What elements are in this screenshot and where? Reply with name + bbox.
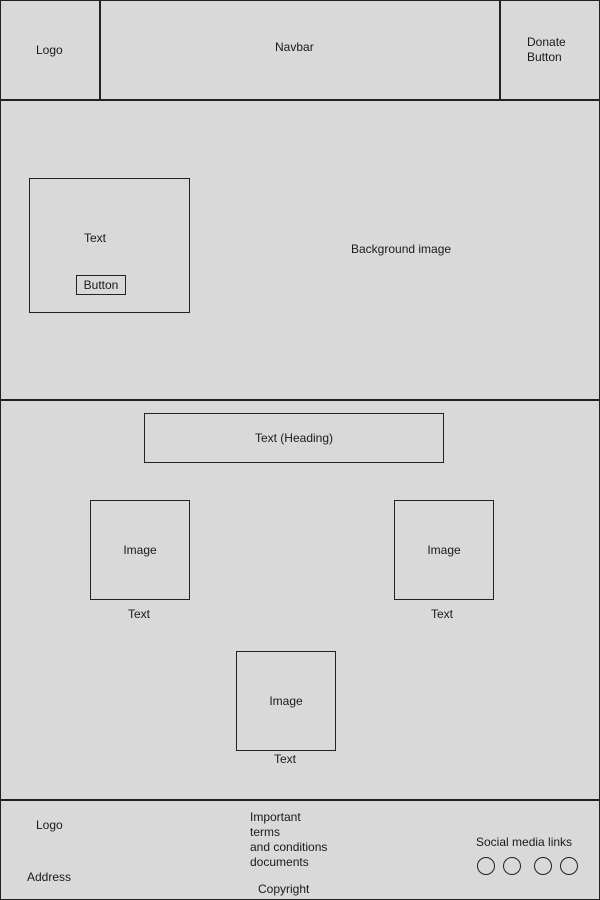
- social-icon-1[interactable]: [477, 857, 495, 875]
- hero-section: Text Button Background image: [0, 100, 600, 400]
- feature-caption-2: Text: [431, 607, 454, 621]
- header-bottom-border: [0, 99, 600, 101]
- hero-bottom-border: [0, 399, 600, 401]
- social-icon-2[interactable]: [503, 857, 521, 875]
- hero-card: [29, 178, 190, 313]
- hero-card-button[interactable]: Button: [76, 275, 126, 295]
- feature-image-3[interactable]: Image: [236, 651, 336, 751]
- social-icon-4[interactable]: [560, 857, 578, 875]
- feature-image-2-label: Image: [427, 543, 461, 557]
- footer: Logo Address Important terms and conditi…: [0, 800, 600, 900]
- footer-address: Address: [27, 870, 72, 884]
- header-divider-right: [499, 0, 501, 100]
- hero-card-text: Text: [84, 231, 107, 245]
- footer-copyright: Copyright: [258, 882, 310, 896]
- feature-image-3-label: Image: [269, 694, 303, 708]
- footer-logo[interactable]: Logo: [36, 818, 63, 832]
- features-heading: Text (Heading): [144, 413, 444, 463]
- features-bottom-border: [0, 799, 600, 801]
- feature-image-2[interactable]: Image: [394, 500, 494, 600]
- header: Logo Navbar Donate Button: [0, 0, 600, 100]
- feature-image-1[interactable]: Image: [90, 500, 190, 600]
- footer-terms-link[interactable]: Important terms and conditions documents: [250, 810, 328, 869]
- features-section: Text (Heading) Image Text Image Text Ima…: [0, 400, 600, 800]
- background-image-label: Background image: [351, 242, 452, 256]
- navbar[interactable]: Navbar: [275, 40, 314, 54]
- header-divider-left: [99, 0, 101, 100]
- feature-caption-3: Text: [274, 752, 297, 766]
- social-icon-3[interactable]: [534, 857, 552, 875]
- social-media-label: Social media links: [476, 835, 573, 849]
- donate-button[interactable]: Donate Button: [527, 35, 566, 64]
- feature-caption-1: Text: [128, 607, 151, 621]
- feature-image-1-label: Image: [123, 543, 157, 557]
- features-heading-text: Text (Heading): [254, 431, 334, 445]
- hero-card-button-label: Button: [83, 278, 119, 292]
- header-logo[interactable]: Logo: [36, 43, 63, 57]
